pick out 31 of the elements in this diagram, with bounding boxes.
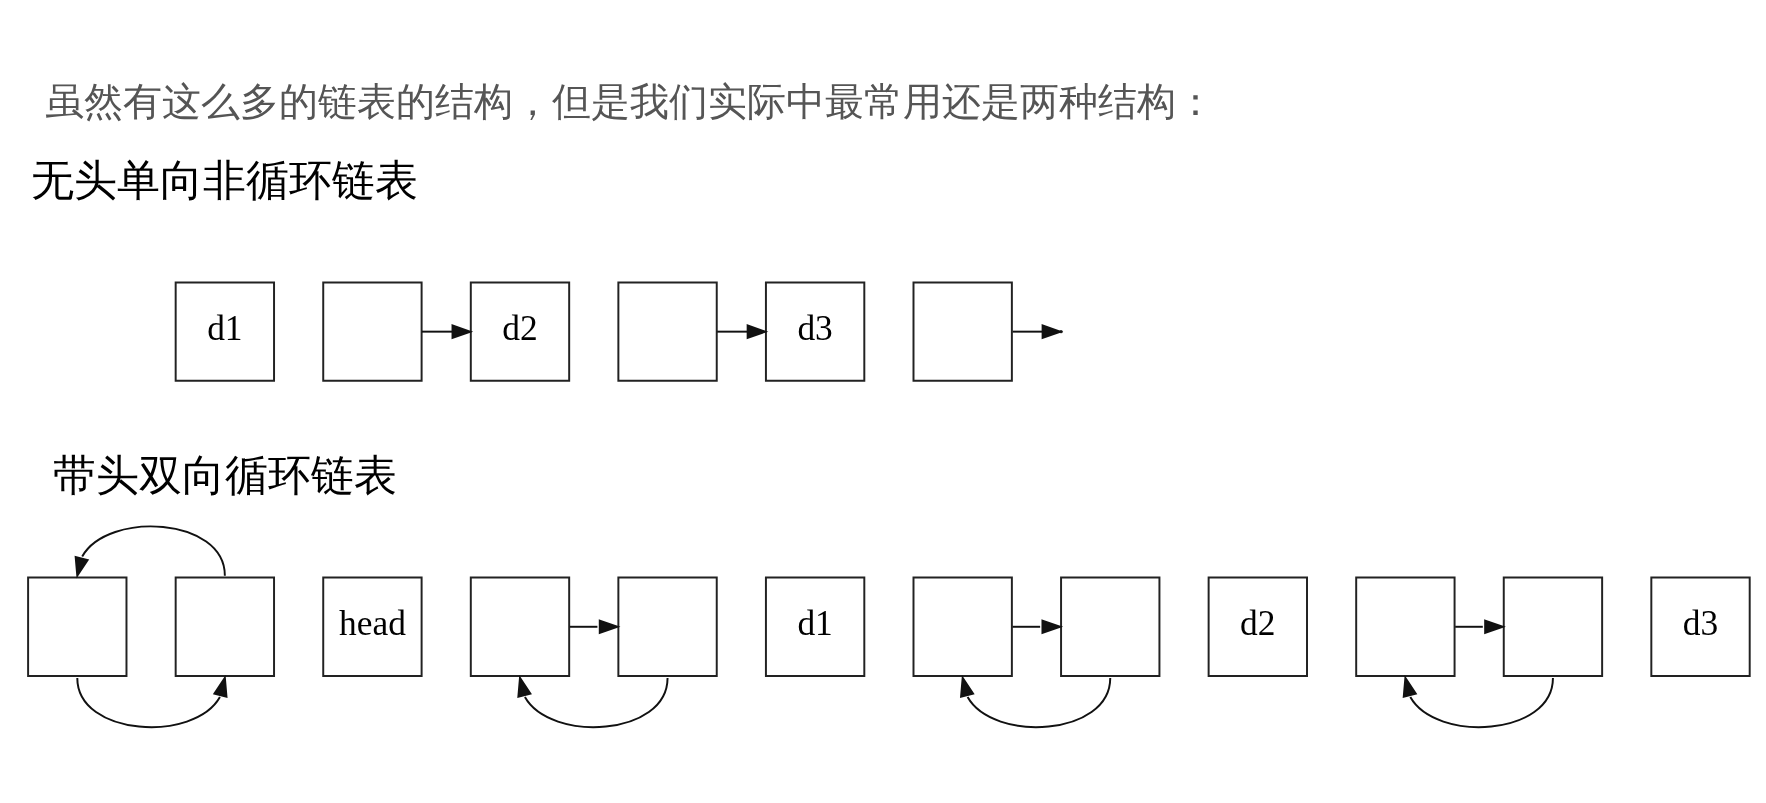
- node-box: d2: [1207, 576, 1308, 677]
- node-box: [1502, 576, 1604, 677]
- arrow: [1011, 618, 1064, 634]
- arrow: [1454, 618, 1506, 634]
- diagram-title: 虽然有这么多的链表的结构，但是我们实际中最常用还是两种结构：: [45, 77, 1216, 124]
- arrow: [1402, 674, 1554, 728]
- arrow: [517, 674, 669, 728]
- node-box: d3: [1650, 576, 1751, 677]
- node-box: d1: [174, 280, 276, 382]
- arrow: [76, 674, 228, 728]
- node-box: [912, 280, 1013, 382]
- node-box: d2: [469, 280, 571, 382]
- node-box: [912, 576, 1013, 677]
- node-box: [174, 576, 276, 677]
- node-box: [469, 576, 571, 677]
- node-box: [322, 280, 423, 382]
- arrow: [959, 674, 1112, 728]
- node-box: d3: [764, 280, 866, 382]
- arrow: [421, 323, 474, 339]
- label: 带头双向循环链表: [52, 449, 397, 500]
- node-box: [617, 576, 718, 677]
- arrow: [74, 525, 226, 579]
- node-box: head: [322, 576, 423, 677]
- node-box: [617, 280, 718, 382]
- node-box: [1355, 576, 1456, 677]
- label: 无头单向非循环链表: [31, 154, 419, 205]
- node-box: [27, 576, 128, 677]
- node-box: d1: [764, 576, 866, 677]
- arrow: [716, 323, 769, 339]
- node-box: [1060, 576, 1161, 677]
- arrow: [568, 618, 621, 634]
